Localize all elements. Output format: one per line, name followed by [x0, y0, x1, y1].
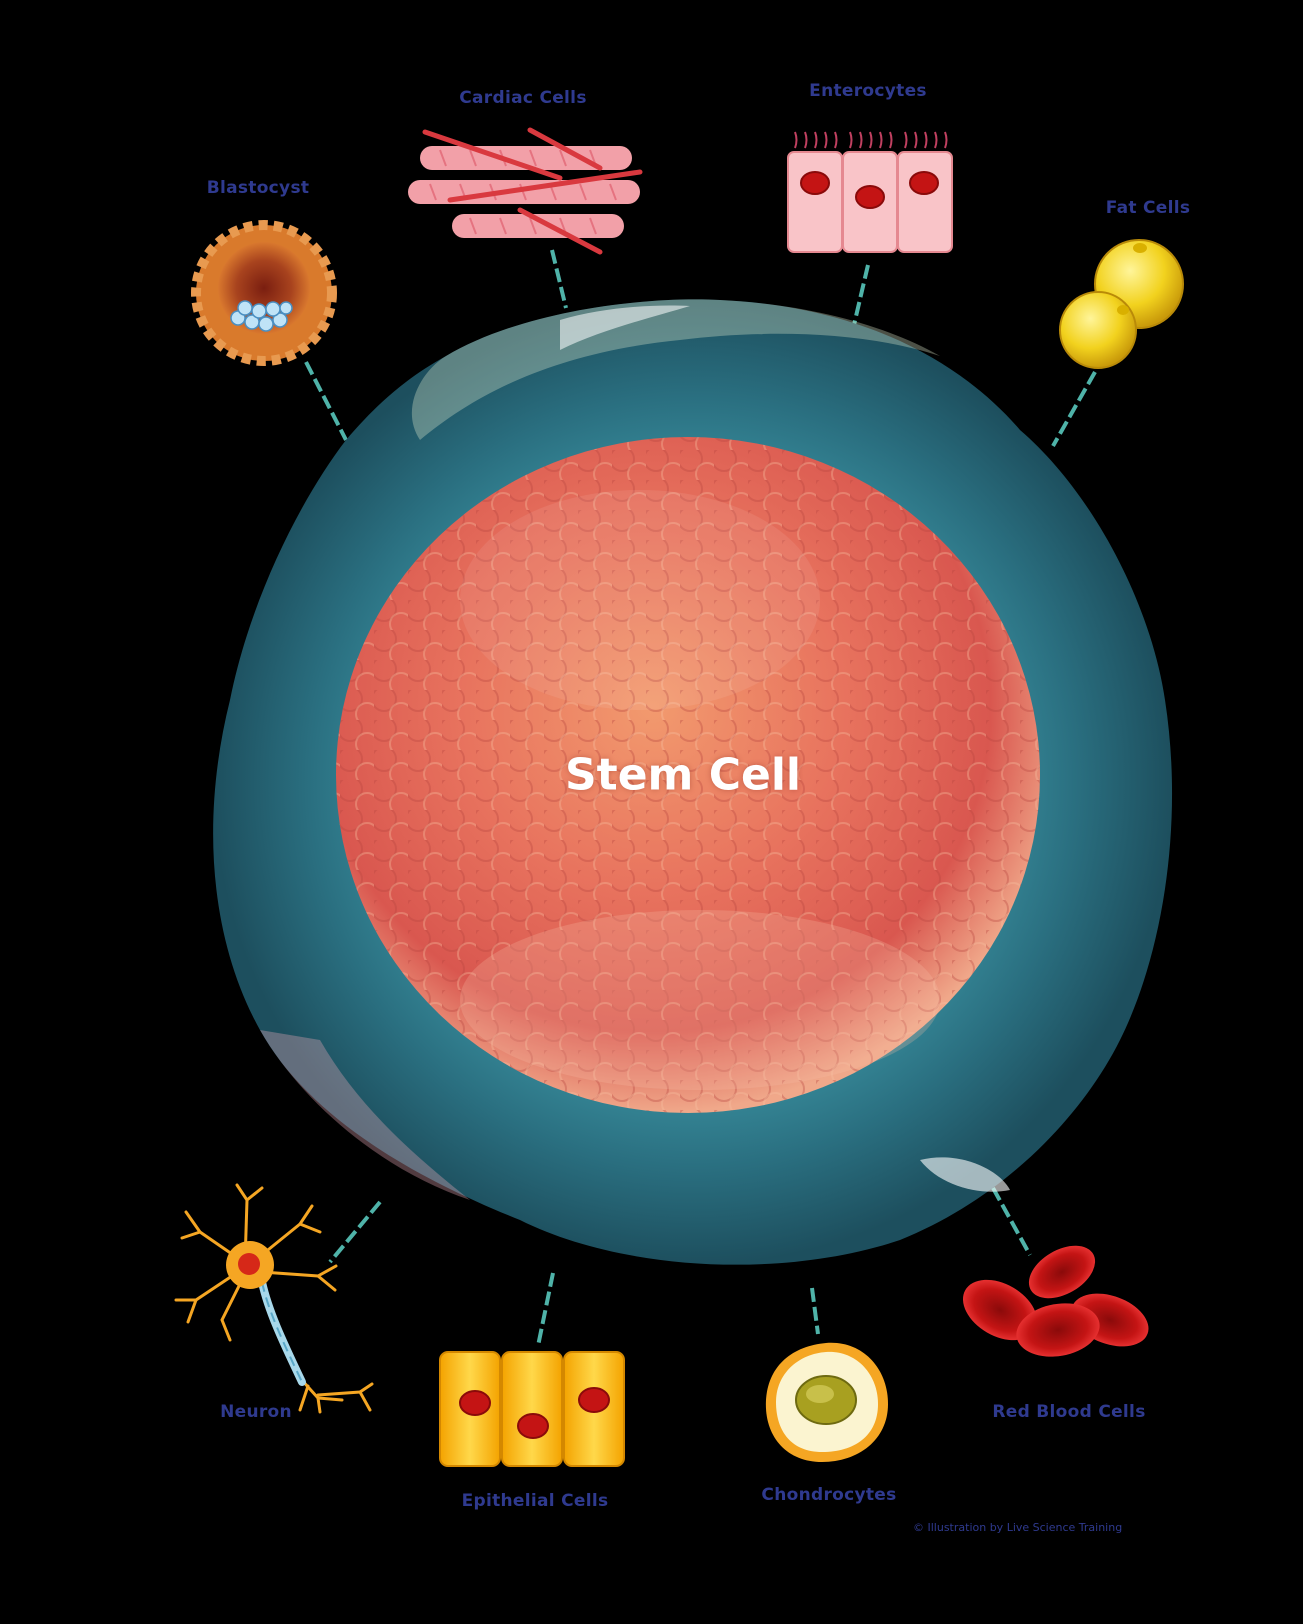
connector-rbc	[991, 1187, 1032, 1256]
red-blood-cells-illustration	[963, 1245, 1149, 1357]
neuron-illustration	[174, 1183, 374, 1414]
illustration-credit: © Illustration by Live Science Training	[913, 1521, 1123, 1534]
label-fat-cells: Fat Cells	[1105, 198, 1191, 218]
connector-neuron	[328, 1200, 382, 1264]
label-epithelial-cells: Epithelial Cells	[461, 1491, 609, 1511]
connector-chondrocytes	[810, 1287, 820, 1335]
blastocyst-illustration	[191, 220, 337, 366]
connector-fat	[1051, 371, 1097, 447]
label-blastocyst: Blastocyst	[206, 178, 310, 198]
chondrocyte-illustration	[765, 1342, 888, 1462]
connector-cardiac	[550, 249, 568, 309]
stem-cell-nucleus	[336, 437, 1040, 1113]
stem-cell-label: Stem Cell	[564, 749, 802, 801]
label-enterocytes: Enterocytes	[809, 81, 927, 101]
connector-epithelial	[536, 1272, 555, 1347]
cardiac-cells-illustration	[408, 127, 643, 255]
fat-cells-illustration	[1059, 239, 1184, 369]
connector-blastocyst	[304, 361, 348, 441]
label-neuron: Neuron	[220, 1402, 292, 1422]
epithelial-cells-illustration	[439, 1351, 625, 1467]
label-cardiac-cells: Cardiac Cells	[459, 88, 587, 108]
enterocytes-illustration	[787, 131, 953, 253]
label-red-blood-cells: Red Blood Cells	[992, 1402, 1146, 1422]
label-chondrocytes: Chondrocytes	[761, 1485, 897, 1505]
